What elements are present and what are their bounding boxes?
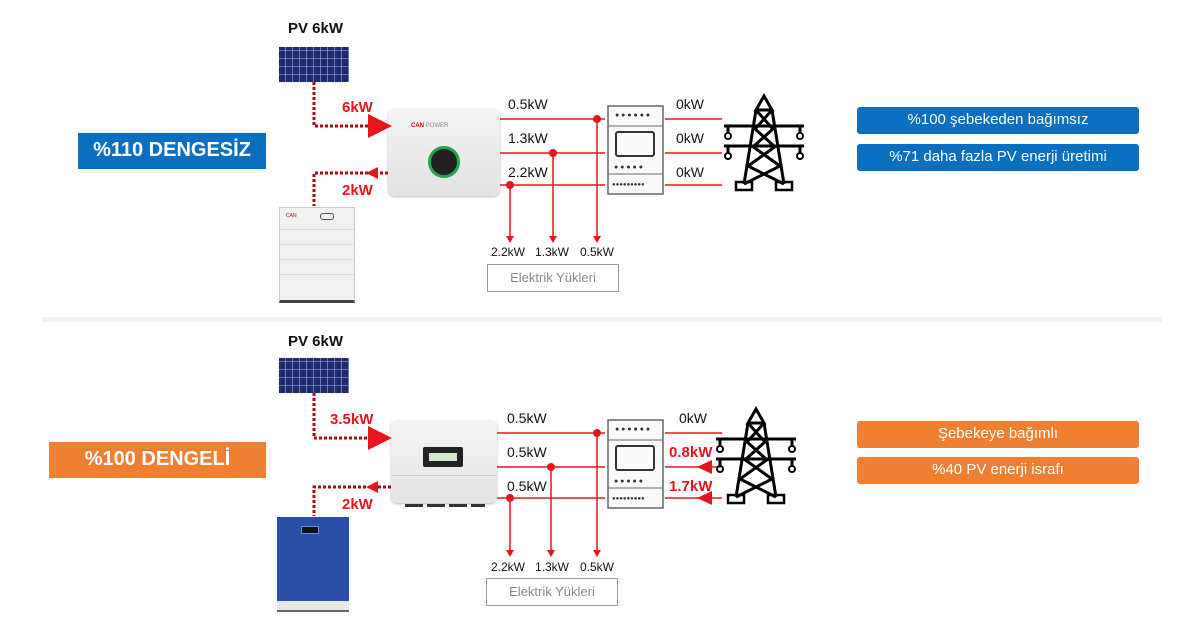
- drawback-pill-1: Şebekeye bağımlı: [857, 421, 1139, 448]
- power-tower-icon: [714, 407, 798, 505]
- pv-flow-value: 6kW: [342, 99, 373, 116]
- drawback-pill-2: %40 PV enerji israfı: [857, 457, 1139, 484]
- electric-loads-box: Elektrik Yükleri: [487, 264, 619, 292]
- load-value-2: 1.3kW: [535, 245, 570, 259]
- battery-flow-value: 2kW: [342, 496, 373, 513]
- battery-icon: [277, 517, 349, 601]
- battery-base: [277, 601, 349, 612]
- grid-value-l1: 0kW: [679, 410, 707, 426]
- solar-panel-icon: [279, 47, 349, 82]
- energy-meter-icon: [607, 105, 664, 195]
- grid-value-l3: 0kW: [676, 164, 704, 180]
- phase-output-l3: 2.2kW: [508, 164, 548, 180]
- hybrid-inverter-icon: [391, 420, 497, 507]
- hybrid-inverter-icon: CAN POWER: [388, 108, 500, 196]
- load-value-1: 2.2kW: [491, 560, 526, 574]
- phase-output-l2: 1.3kW: [508, 130, 548, 146]
- battery-icon: CAN: [279, 207, 355, 303]
- load-value-1: 2.2kW: [491, 245, 526, 259]
- status-badge-unbalanced: %110 DENGESİZ: [78, 133, 266, 169]
- solar-panel-icon: [279, 358, 349, 393]
- phase-output-l1: 0.5kW: [508, 96, 548, 112]
- load-value-3: 0.5kW: [580, 560, 615, 574]
- pv-label: PV 6kW: [288, 333, 344, 350]
- pv-flow-line: [312, 82, 392, 138]
- grid-value-l3: 1.7kW: [669, 478, 713, 495]
- grid-value-l1: 0kW: [676, 96, 704, 112]
- pv-label: PV 6kW: [288, 20, 344, 37]
- phase-output-l1: 0.5kW: [507, 410, 547, 426]
- phase-output-l3: 0.5kW: [507, 478, 547, 494]
- load-value-2: 1.3kW: [535, 560, 570, 574]
- grid-value-l2: 0kW: [676, 130, 704, 146]
- phase-output-l2: 0.5kW: [507, 444, 547, 460]
- electric-loads-box: Elektrik Yükleri: [486, 578, 618, 606]
- battery-flow-line: [312, 171, 388, 206]
- status-badge-balanced: %100 DENGELİ: [49, 442, 266, 478]
- battery-flow-value: 2kW: [342, 182, 373, 199]
- grid-value-l2: 0.8kW: [669, 444, 713, 461]
- energy-meter-icon: [607, 419, 664, 509]
- section-divider: [42, 317, 1162, 322]
- load-value-3: 0.5kW: [580, 245, 615, 259]
- pv-flow-value: 3.5kW: [330, 411, 374, 428]
- benefit-pill-1: %100 şebekeden bağımsız: [857, 107, 1139, 134]
- power-tower-icon: [722, 94, 806, 192]
- benefit-pill-2: %71 daha fazla PV enerji üretimi: [857, 144, 1139, 171]
